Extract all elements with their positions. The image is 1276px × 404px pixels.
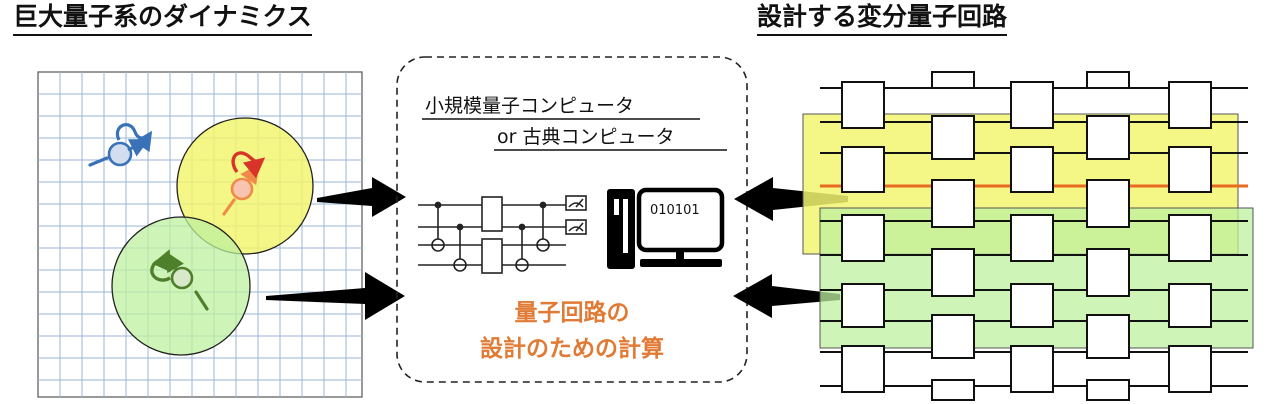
two-qubit-gate bbox=[1086, 314, 1130, 359]
device-label-line-2: or 古典コンピュータ bbox=[497, 126, 674, 148]
gate-edge-stub bbox=[1086, 71, 1130, 88]
arrow-lattice-to-center-upper bbox=[317, 177, 406, 217]
monitor-binary-text: 010101 bbox=[650, 203, 700, 218]
circuit-gates bbox=[841, 71, 1212, 401]
two-qubit-gate bbox=[841, 345, 885, 393]
two-qubit-gate bbox=[931, 248, 975, 297]
right-panel-title: 設計する変分量子回路 bbox=[757, 2, 1008, 36]
arrow-circuit-to-center-lower bbox=[733, 274, 840, 318]
two-qubit-gate bbox=[1168, 81, 1212, 129]
left-panel-title: 巨大量子系のダイナミクス bbox=[13, 2, 312, 36]
two-qubit-gate bbox=[1010, 283, 1054, 328]
two-qubit-gate bbox=[1086, 379, 1130, 401]
two-qubit-gate bbox=[931, 115, 975, 160]
two-qubit-gate bbox=[841, 283, 885, 328]
two-qubit-gate bbox=[1168, 146, 1212, 193]
green-spin-icon bbox=[150, 249, 209, 311]
caption-line-2: 設計のための計算 bbox=[480, 335, 664, 362]
two-qubit-gate bbox=[1086, 179, 1130, 228]
two-qubit-gate bbox=[931, 379, 975, 401]
two-qubit-gate bbox=[1010, 214, 1054, 262]
two-qubit-gate bbox=[1010, 345, 1054, 393]
two-qubit-gate bbox=[931, 314, 975, 359]
variational-circuit-panel bbox=[802, 71, 1254, 401]
lattice-panel bbox=[37, 71, 363, 398]
arrow-circuit-to-center-upper bbox=[734, 177, 848, 221]
arrow-lattice-to-center-lower bbox=[266, 272, 405, 320]
two-qubit-gate bbox=[841, 214, 885, 262]
device-label-line-1: 小規模量子コンピュータ bbox=[425, 95, 634, 117]
two-qubit-gate bbox=[1010, 146, 1054, 193]
two-qubit-gate bbox=[931, 179, 975, 228]
two-qubit-gate bbox=[841, 146, 885, 193]
two-qubit-gate bbox=[1168, 283, 1212, 328]
computation-dashed-box bbox=[396, 56, 748, 383]
two-qubit-gate bbox=[841, 81, 885, 129]
classical-computer-icon: 010101 bbox=[607, 187, 725, 269]
caption-line-1: 量子回路の bbox=[515, 299, 630, 326]
two-qubit-gate bbox=[1168, 345, 1212, 393]
gate-edge-stub bbox=[931, 71, 975, 88]
blue-spin-icon bbox=[88, 123, 153, 167]
red-spin-icon bbox=[222, 151, 266, 216]
quantum-circuit-icon bbox=[418, 195, 587, 274]
two-qubit-gate bbox=[1168, 214, 1212, 262]
computation-panel: 小規模量子コンピュータ or 古典コンピュータ bbox=[396, 56, 748, 383]
two-qubit-gate bbox=[1086, 115, 1130, 160]
two-qubit-gate bbox=[1086, 248, 1130, 297]
two-qubit-gate bbox=[1010, 81, 1054, 129]
